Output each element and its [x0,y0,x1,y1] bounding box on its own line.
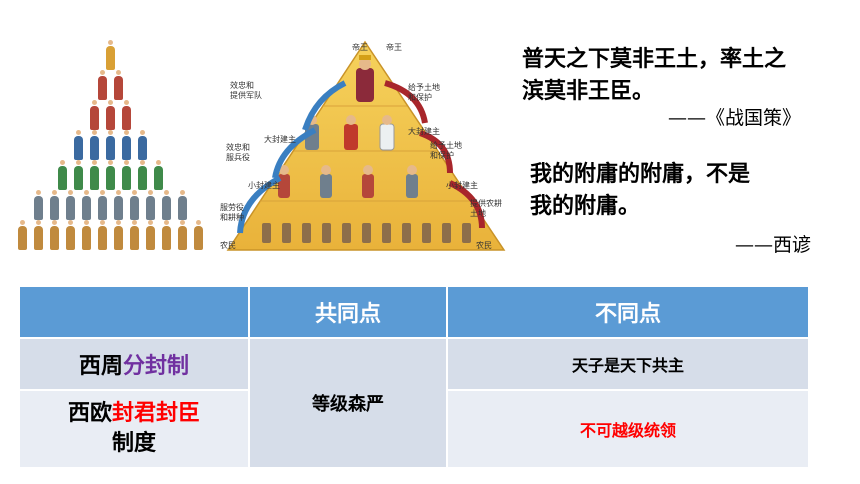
person-figure [153,160,163,190]
row1-label-a: 西周 [78,354,123,379]
person-figure [193,220,203,250]
person-figure [65,190,75,220]
svg-text:和保护: 和保护 [430,150,454,160]
person-figure [145,190,155,220]
row2-label-a: 西欧 [67,401,112,426]
header-difference: 不同点 [448,287,808,337]
comparison-table: 共同点 不同点 西周分封制 等级森严 天子是天下共主 西欧封君封臣 制度 不可越… [20,287,808,467]
person-figure [129,190,139,220]
person-figure [89,100,99,130]
quote-1-source: ——《战国策》 [668,107,802,129]
person-figure [137,130,147,160]
person-figure [145,220,155,250]
row-western-europe: 西欧封君封臣 制度 [20,389,250,467]
person-figure [97,70,107,100]
row1-difference: 天子是天下共主 [448,337,808,389]
great-lords-figures [305,115,395,151]
person-figure [177,190,187,220]
label-lesser-lord: 小封建主 [248,180,280,190]
label-peasant-right: 农民 [476,240,492,250]
person-figure [129,220,139,250]
svg-text:和耕种: 和耕种 [220,212,244,222]
person-figure [73,160,83,190]
person-figure [33,190,43,220]
row2-difference: 不可越级统领 [448,389,808,467]
label-grant-1: 给予土地 [408,82,440,92]
peasants-figures [262,223,471,243]
person-figure [33,220,43,250]
person-figure [121,160,131,190]
header-blank [20,287,250,337]
person-figure [97,190,107,220]
quote-2-source: ——西谚 [735,234,812,256]
person-figure [161,190,171,220]
label-great-lord: 大封建主 [264,134,296,144]
quote-2-line2: 我的附庸。 [530,194,641,219]
header-common: 共同点 [250,287,448,337]
person-figure [121,130,131,160]
svg-text:服兵役: 服兵役 [226,152,250,162]
row1-label-b: 分封制 [123,354,190,379]
person-figure [81,220,91,250]
person-figure [73,130,83,160]
person-figure [17,220,27,250]
label-lesser-lord-right: 小封建主 [446,180,478,190]
person-figure [89,130,99,160]
quote-2-line1: 我的附庸的附庸，不是 [530,162,751,187]
quote-2: 我的附庸的附庸，不是 我的附庸。 [530,159,750,223]
down-arrow-2 [418,130,453,174]
person-figure [81,190,91,220]
up-arrow-1 [237,175,282,234]
person-figure [105,100,115,130]
quote-1-line2: 滨莫非王臣。 [522,79,655,104]
svg-text:和保护: 和保护 [408,92,432,102]
feudal-pyramid-illustration: 帝王 大封建主 小封建主 农民 效忠和 提供军队 效忠和 服兵役 服劳役 和耕种… [220,38,510,256]
label-labor: 服劳役 [220,202,244,212]
row-western-zhou: 西周分封制 [20,337,250,389]
label-emperor-right: 帝王 [386,42,402,52]
label-loyal-army: 效忠和 [230,80,254,90]
lesser-lords-figures [278,165,418,198]
person-figure [57,160,67,190]
person-figure [177,220,187,250]
label-loyal-service: 效忠和 [226,142,250,152]
feudal-pyramid-svg: 帝王 大封建主 小封建主 农民 效忠和 提供军队 效忠和 服兵役 服劳役 和耕种… [220,40,506,251]
person-figure [113,220,123,250]
down-arrow-1 [384,80,428,124]
quote-1: 普天之下莫非王土，率土之 滨莫非王臣。 [522,44,786,108]
person-figure [113,190,123,220]
label-emperor-left: 帝王 [352,42,368,52]
svg-text:土地: 土地 [470,208,486,218]
person-figure [89,160,99,190]
person-figure [105,40,115,70]
person-figure [105,160,115,190]
row2-label-b: 封君封臣 [112,401,201,426]
person-figure [97,220,107,250]
label-provide-land: 提供农耕 [470,198,502,208]
label-peasant-left: 农民 [220,240,236,250]
person-figure [121,100,131,130]
person-figure [161,220,171,250]
person-figure [137,160,147,190]
person-figure [49,190,59,220]
up-arrow-3 [302,80,347,131]
label-grant-2: 给予土地 [430,140,462,150]
hierarchy-figures-illustration [10,38,210,253]
row2-label-c: 制度 [111,431,156,456]
quote-1-line1: 普天之下莫非王土，率土之 [522,47,787,72]
person-figure [49,220,59,250]
person-figure [65,220,75,250]
label-great-lord-right: 大封建主 [408,126,440,136]
person-figure [105,130,115,160]
svg-text:提供军队: 提供军队 [230,90,262,100]
up-arrow-2 [272,127,317,179]
emperor-figure [356,55,374,102]
person-figure [113,70,123,100]
down-arrow-3 [448,180,485,229]
common-point-cell: 等级森严 [250,337,448,467]
